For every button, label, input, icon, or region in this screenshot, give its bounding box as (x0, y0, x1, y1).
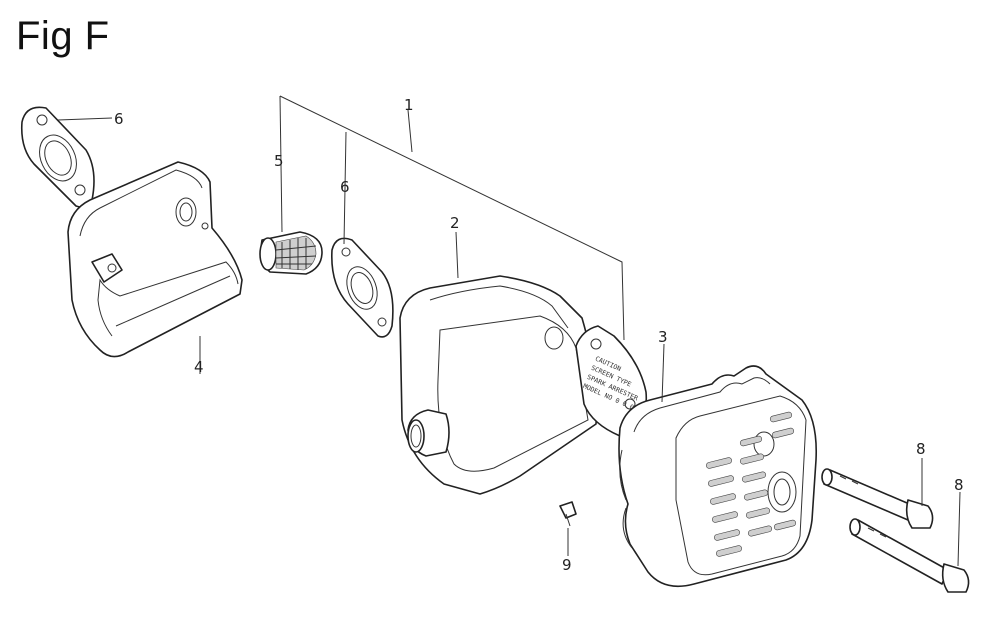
callout-2: 2 (450, 214, 460, 232)
screw-part-9 (559, 501, 577, 527)
gasket-part-6-middle (331, 237, 394, 338)
callout-9: 9 (562, 556, 572, 574)
cover-part-3 (618, 365, 818, 588)
callout-5: 5 (274, 152, 284, 170)
caution-nameplate: CAUTION SCREEN TYPE SPARK ARRESTER MODEL… (575, 325, 648, 437)
leader-lines (57, 95, 961, 567)
shield-part-4 (67, 161, 243, 358)
gasket-part-6-left (20, 106, 95, 208)
cover-louvres (705, 411, 797, 557)
screen-part-5 (259, 231, 323, 275)
figure-title: Fig F (16, 14, 110, 58)
callout-1: 1 (404, 96, 414, 114)
bolt-part-8-lower (849, 518, 970, 593)
callout-6-left: 6 (114, 110, 124, 128)
callout-4: 4 (194, 358, 204, 376)
callout-3: 3 (658, 328, 668, 346)
callout-8-upper: 8 (916, 440, 926, 458)
bolt-part-8-upper (821, 468, 934, 529)
muffler-part-2 (399, 275, 598, 495)
callout-6-middle: 6 (340, 178, 350, 196)
callout-8-lower: 8 (954, 476, 964, 494)
